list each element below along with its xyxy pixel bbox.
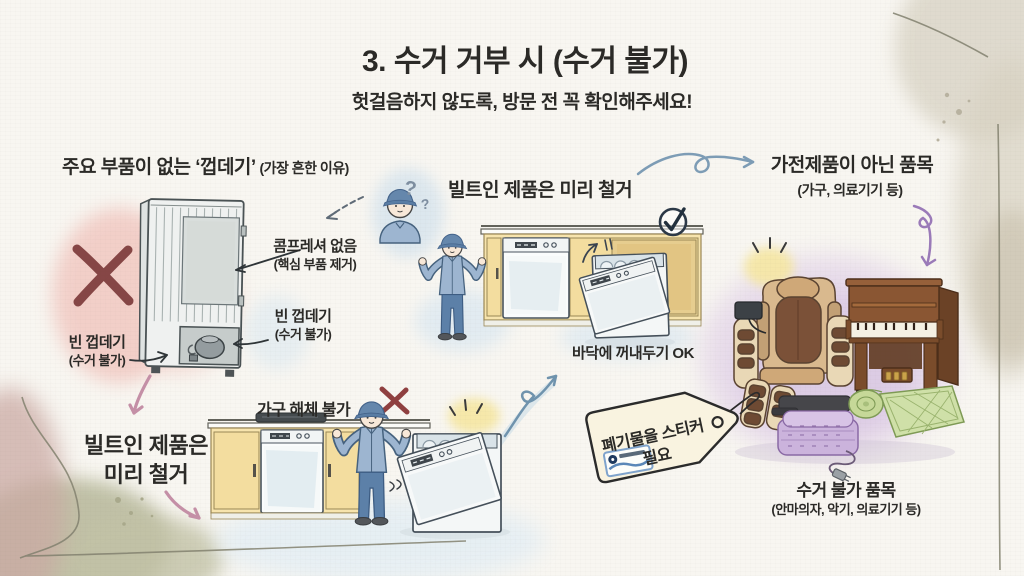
massage-chair-illustration bbox=[733, 276, 854, 432]
x-mark-icon bbox=[72, 244, 134, 307]
question-mark-icon-small: ? bbox=[420, 195, 430, 213]
page-subtitle: 헛걸음하지 않도록, 방문 전 꼭 확인해주세요! bbox=[351, 92, 693, 113]
floor-caption: 바닥에 꺼내두기 OK bbox=[572, 345, 694, 362]
watercolor-blue-fridge-side bbox=[245, 295, 310, 370]
refrigerator-illustration bbox=[138, 198, 247, 377]
compressor-label: 콤프레셔 없음 (핵심 부품 제거) bbox=[273, 238, 357, 272]
curly-arrow-bottom-icon bbox=[493, 374, 558, 450]
no-pickup-caption: 수거 불가 품목 bbox=[796, 481, 896, 500]
kitchen-builtin-warn-illustration bbox=[207, 412, 431, 520]
power-plug bbox=[831, 468, 851, 482]
curly-arrow-top-icon bbox=[636, 152, 755, 176]
motion-marks bbox=[389, 479, 402, 492]
dashed-arrow-icon bbox=[326, 196, 364, 220]
sparkle-chair-icon bbox=[752, 237, 787, 253]
speckle-dots-greige bbox=[936, 92, 971, 142]
empty-shell-heading: 주요 부품이 없는 ‘껍데기’ (가장 흔한 이유) bbox=[62, 152, 349, 179]
non-appliance-heading: 가전제품이 아닌 품목 bbox=[770, 155, 934, 176]
worker-middle-illustration bbox=[419, 234, 486, 340]
piano-illustration bbox=[845, 278, 959, 398]
no-pickup-caption-note: (안마의자, 악기, 의료기기 등) bbox=[771, 502, 921, 517]
waste-sticker-tag bbox=[585, 391, 761, 484]
dishwasher-builtin-mid bbox=[502, 237, 570, 319]
check-icon bbox=[658, 207, 688, 237]
dishwasher-pulled-out-illustration bbox=[578, 252, 671, 339]
pink-arrow-right-icon bbox=[164, 490, 201, 520]
shell-label-right: 빈 껍데기 (수거 불가) bbox=[274, 308, 332, 342]
label-arrows bbox=[129, 249, 301, 363]
electric-blanket-illustration bbox=[777, 410, 859, 482]
x-mark-small-icon bbox=[379, 386, 410, 415]
mat-illustration bbox=[848, 385, 965, 438]
speckle-dots-olive bbox=[115, 497, 154, 526]
page-title: 3. 수거 거부 시 (수거 불가) bbox=[361, 45, 689, 78]
corner-lines bbox=[19, 12, 1001, 571]
tag-sticker-graphic bbox=[602, 444, 654, 478]
empty-shell-heading-main: 주요 부품이 없는 ‘껍데기’ bbox=[62, 157, 256, 178]
watercolor-olive-bottomleft2 bbox=[55, 515, 225, 576]
chair-screen bbox=[734, 301, 767, 334]
builtin-warn-heading: 빌트인 제품은 미리 철거 bbox=[83, 433, 209, 487]
non-appliance-note: (가구, 의료기기 등) bbox=[797, 182, 903, 198]
pink-arrow-down-icon bbox=[128, 374, 152, 415]
builtin-ok-heading: 빌트인 제품은 미리 철거 bbox=[448, 180, 633, 201]
compressor bbox=[187, 335, 225, 362]
sparkle-dw-icon bbox=[449, 399, 483, 416]
shell-label-left: 빈 껍데기 (수거 불가) bbox=[68, 334, 126, 368]
watercolor-yellow-dw-sparkle bbox=[448, 398, 500, 434]
empty-shell-heading-note: (가장 흔한 이유) bbox=[259, 160, 349, 176]
dishwasher-builtin-bottom bbox=[260, 429, 324, 514]
dishwasher-standalone-illustration bbox=[396, 431, 502, 533]
curly-arrow-purple-icon bbox=[912, 204, 937, 267]
no-dismantle-label: 가구 해체 불가 bbox=[257, 402, 351, 419]
